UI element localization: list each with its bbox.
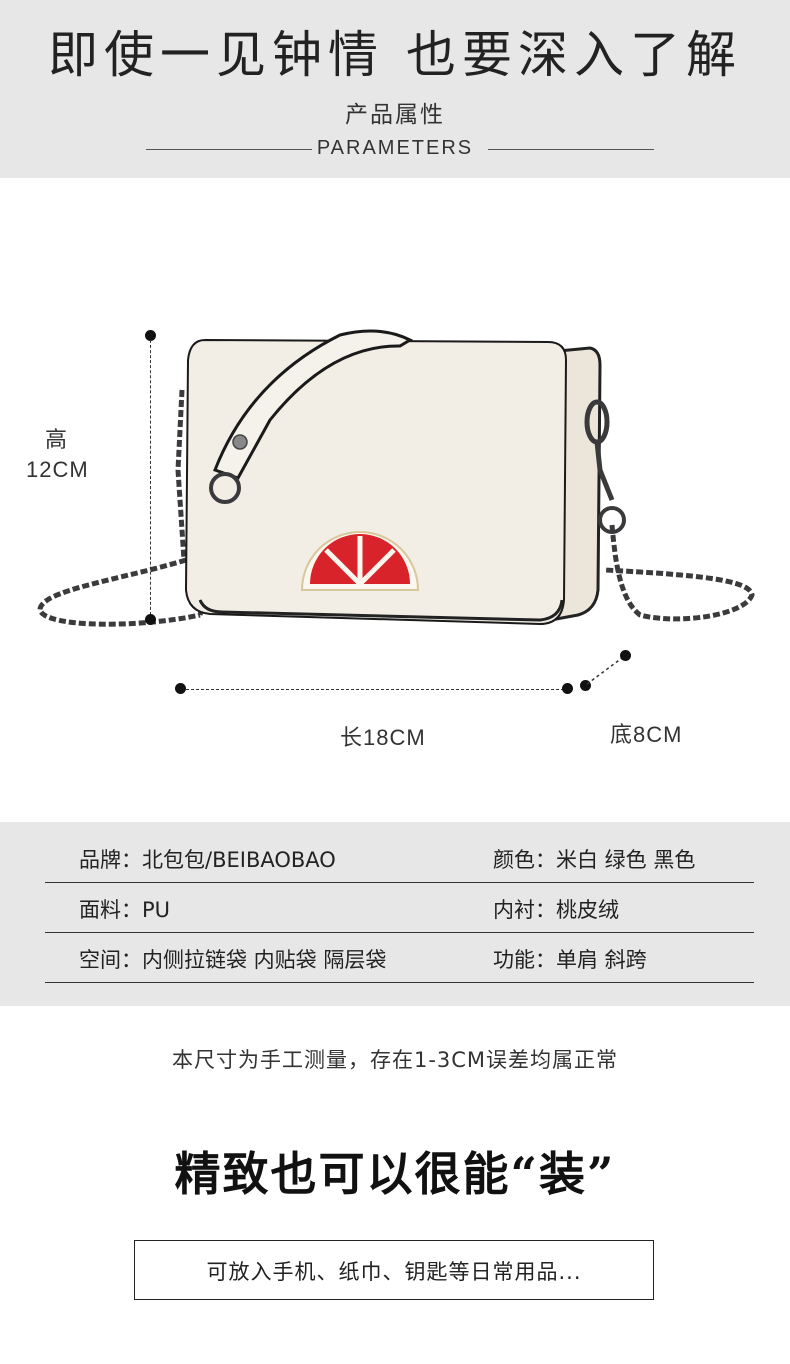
divider-right — [488, 149, 654, 150]
height-label: 高 — [45, 427, 69, 452]
height-line — [150, 340, 151, 620]
height-dot-top — [145, 330, 156, 341]
bag-body — [184, 338, 568, 626]
params-row-1: 品牌：北包包/BEIBAOBAO 颜色：米白 绿色 黑色 — [45, 832, 754, 883]
param-material: 面料：PU — [79, 898, 171, 922]
chain-back — [175, 389, 187, 561]
section-subtitle-en: PARAMETERS — [316, 137, 474, 159]
header-band — [0, 0, 790, 178]
capacity-headline: 精致也可以很能“装” — [174, 1147, 616, 1201]
param-space: 空间：内侧拉链袋 内贴袋 隔层袋 — [79, 948, 387, 972]
param-function: 功能：单肩 斜跨 — [493, 948, 647, 972]
length-dot-right — [562, 683, 573, 694]
product-image — [37, 329, 755, 627]
chain-right — [604, 524, 755, 622]
capacity-text: 可放入手机、纸巾、钥匙等日常用品... — [206, 1260, 582, 1284]
length-line — [186, 689, 564, 690]
depth-dot-left — [580, 680, 591, 691]
page-title: 即使一见钟情 也要深入了解 — [48, 26, 742, 84]
depth-label: 底8CM — [610, 722, 683, 747]
height-value: 12CM — [26, 457, 89, 482]
rivet — [232, 434, 248, 450]
depth-line — [586, 657, 623, 685]
chain-left — [37, 557, 201, 627]
bag-strap — [213, 329, 414, 480]
capacity-box: 可放入手机、纸巾、钥匙等日常用品... — [134, 1240, 654, 1300]
height-dot-bottom — [145, 614, 156, 625]
params-row-2: 面料：PU 内衬：桃皮绒 — [45, 882, 754, 933]
ring-left — [209, 472, 241, 504]
param-lining: 内衬：桃皮绒 — [493, 898, 619, 922]
params-row-3: 空间：内侧拉链袋 内贴袋 隔层袋 功能：单肩 斜跨 — [45, 932, 754, 983]
measurement-note: 本尺寸为手工测量，存在1-3CM误差均属正常 — [171, 1048, 619, 1072]
param-brand: 品牌：北包包/BEIBAOBAO — [79, 848, 336, 872]
length-label: 长18CM — [340, 725, 426, 750]
section-subtitle-cn: 产品属性 — [345, 102, 445, 128]
depth-dot-right — [620, 650, 631, 661]
length-dot-left — [175, 683, 186, 694]
params-band — [0, 822, 790, 1006]
divider-left — [146, 149, 312, 150]
param-color: 颜色：米白 绿色 黑色 — [493, 848, 696, 872]
